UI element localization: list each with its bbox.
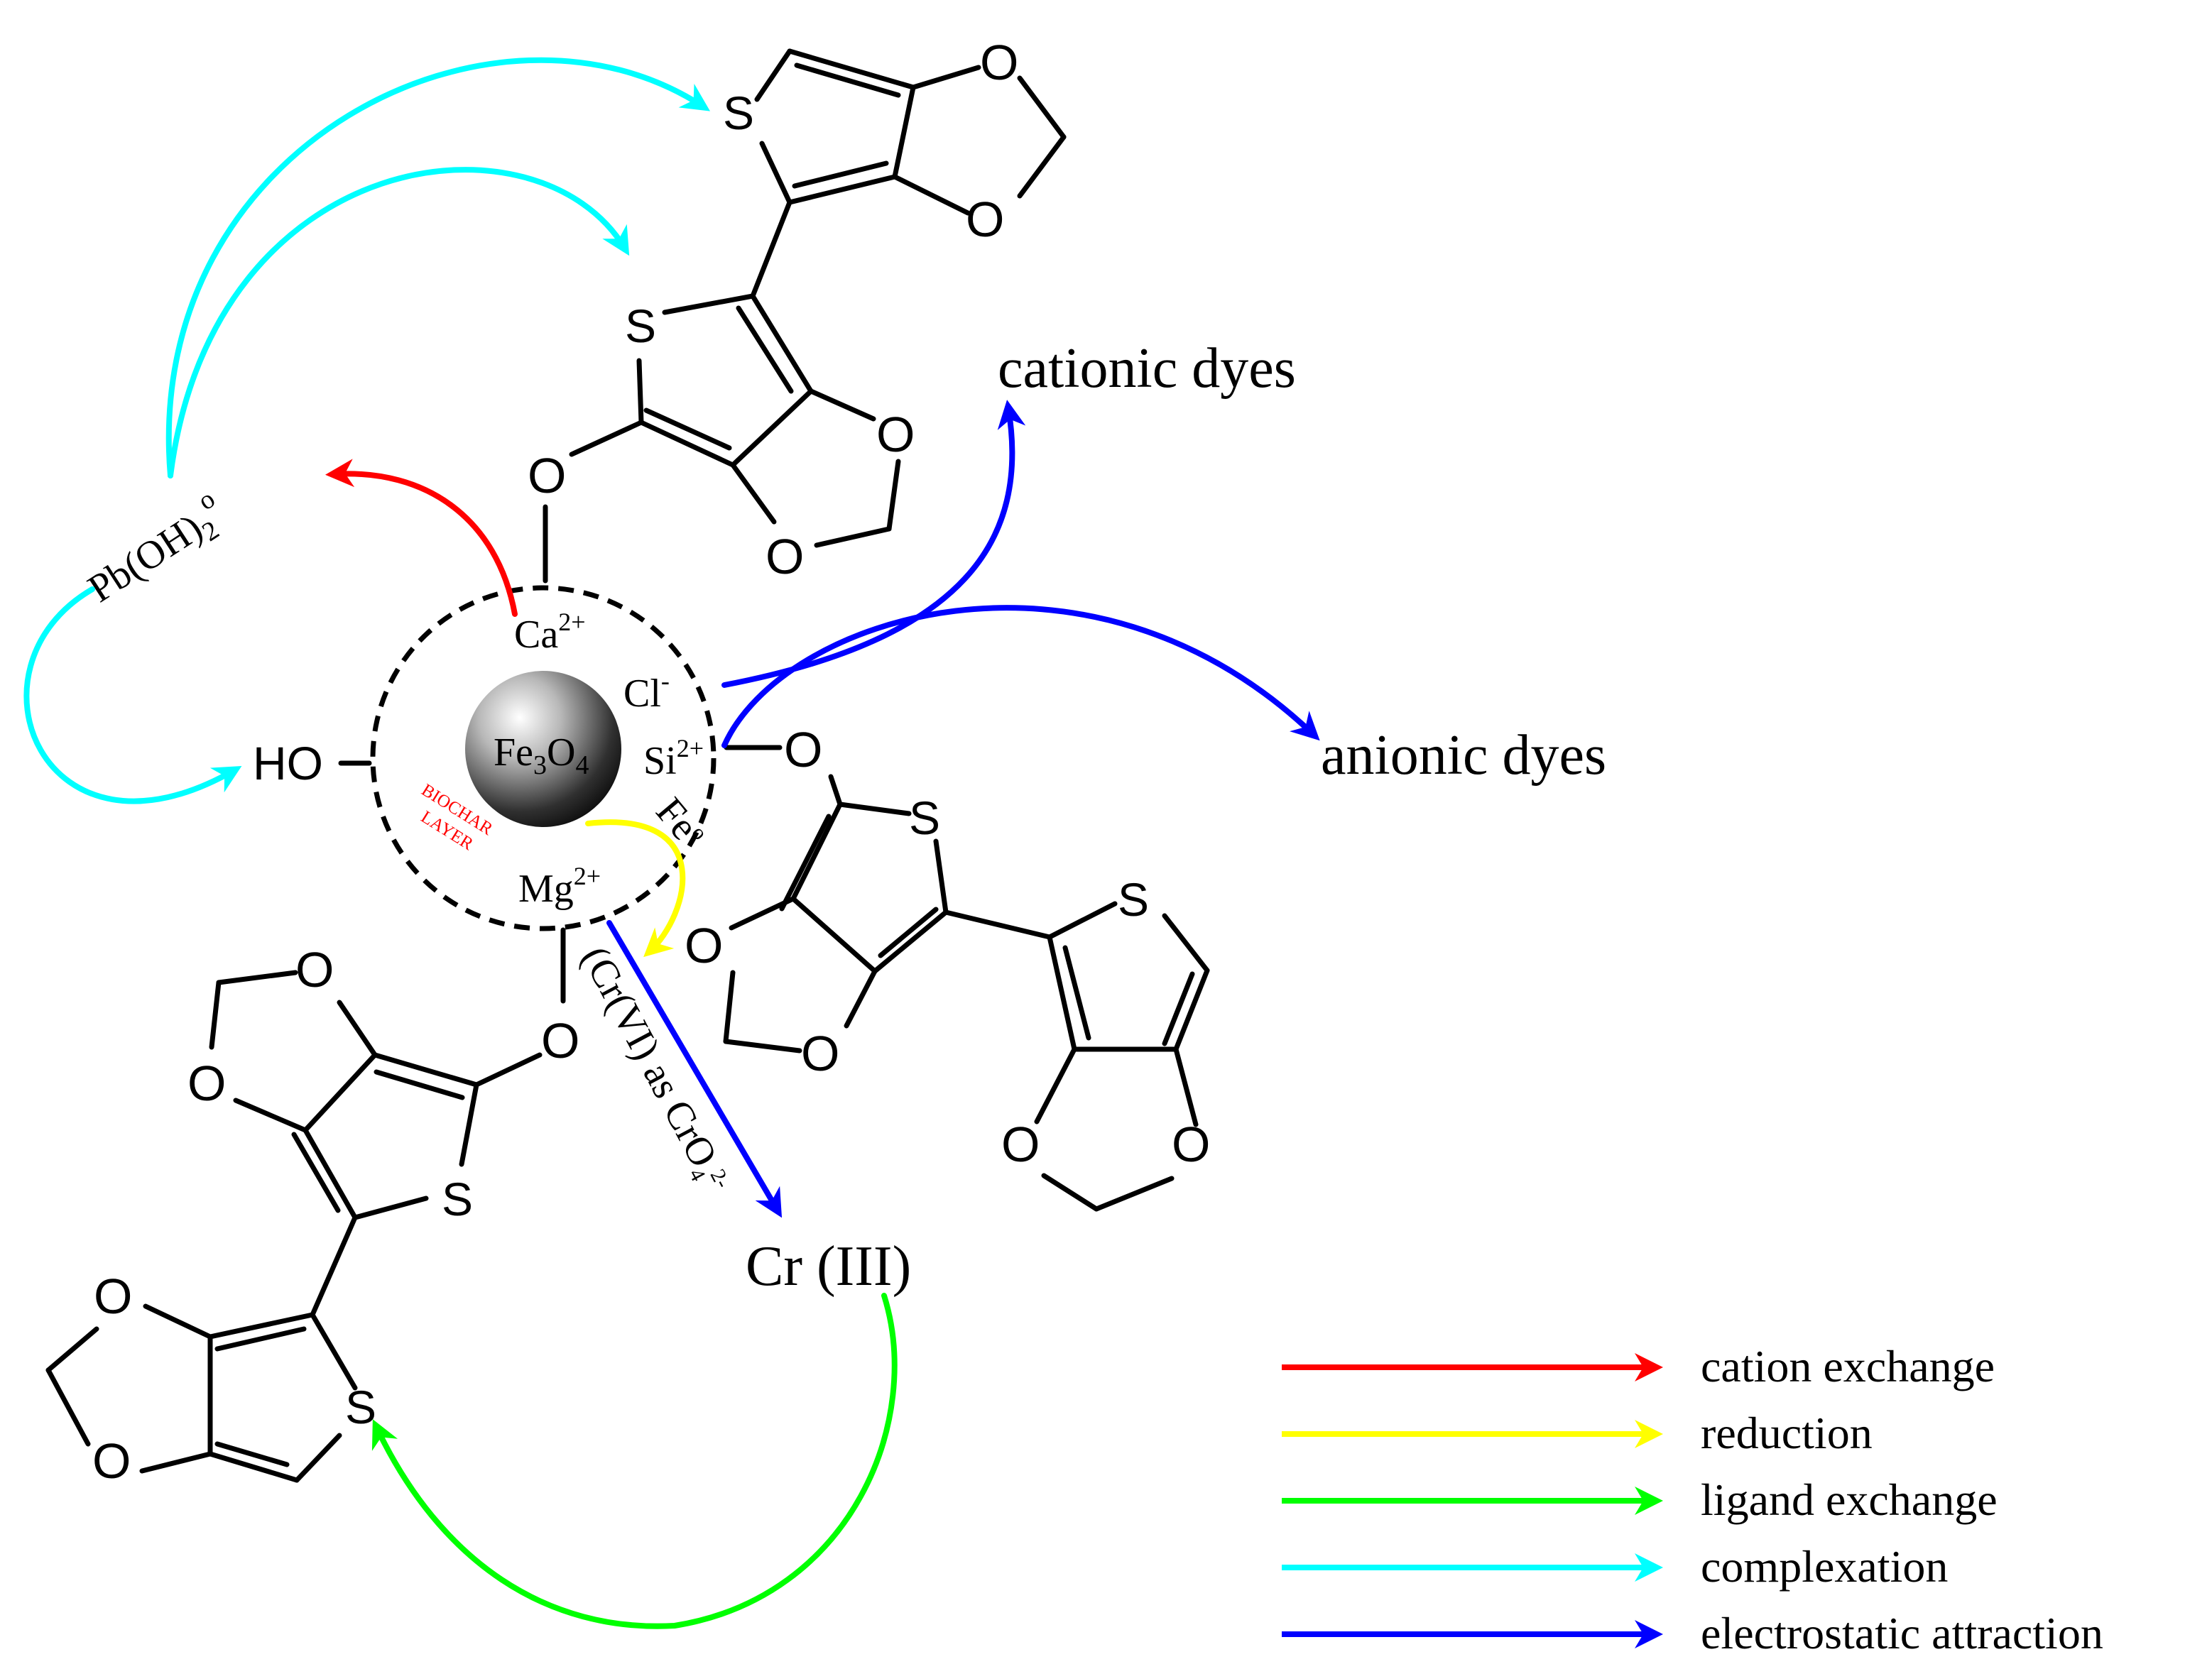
chromium-iii-label: Cr (III) [746,1235,911,1298]
legend-label-0: cation exchange [1701,1341,1995,1391]
oxygen-atom-11: O [541,1013,579,1068]
legend-label-2: ligand exchange [1701,1474,1998,1525]
molecule-top: S O O S O O O [528,35,1067,584]
oxygen-atom-12: O [295,942,334,997]
si-ion-label: Si2+ [643,734,704,783]
oxygen-atom-9: O [1001,1117,1040,1172]
legend-label-4: electrostatic attraction [1701,1608,2103,1658]
oxygen-atom-6: O [784,722,822,777]
oxygen-atom-2: O [966,192,1004,247]
cation-exchange-arrow [325,459,518,617]
cl-ion-label: Cl- [623,667,670,716]
legend: cation exchange reduction ligand exchange c… [1282,1341,2103,1658]
chromium-vi-label: (Cr(VI) as CrO42- [570,939,739,1200]
mg-ion-label: Mg2+ [518,862,601,911]
oxygen-atom-14: O [94,1269,132,1324]
oxygen-atom-10: O [1172,1117,1210,1172]
biochar-particle: Fe3O4 BIOCHAR LAYER Ca2+ Cl- Si2+ Mg2+ F… [253,585,717,931]
mechanism-arrows [23,57,1320,1629]
hydroxyl-group-label: HO [253,737,323,789]
oxygen-atom-7: O [685,918,723,973]
sulfur-atom-3: S [909,792,940,844]
anionic-dyes-label: anionic dyes [1321,724,1606,787]
oxygen-atom-5: O [528,448,566,503]
molecule-bottom-left: O S O O S O O [45,927,579,1489]
sulfur-atom-4: S [1118,873,1149,926]
oxygen-atom-1: O [980,35,1018,90]
molecule-right: O S O O S O O [685,722,1210,1212]
cationic-dyes-label: cationic dyes [998,337,1296,400]
complexation-arrow-top-1 [165,57,711,478]
electrostatic-arrow-chromium [606,920,783,1218]
sulfur-atom-5: S [442,1173,473,1225]
legend-label-3: complexation [1701,1541,1948,1592]
oxygen-atom-4: O [766,529,804,584]
electrostatic-arrow-cationic [721,400,1026,688]
oxygen-atom-13: O [187,1056,226,1111]
fe3o4-core [465,671,621,827]
sulfur-atom-1: S [723,87,754,139]
complexation-arrow-top-2 [168,167,630,478]
legend-label-1: reduction [1701,1408,1873,1458]
reduction-arrow [585,819,686,958]
ca-ion-label: Ca2+ [514,608,586,657]
complexation-arrow-left [23,586,242,804]
oxygen-atom-3: O [876,407,915,462]
ligand-exchange-arrow [371,1293,898,1629]
electrostatic-arrow-anionic [721,605,1320,748]
biochar-layer-boundary [370,585,717,931]
lead-hydroxide-label: Pb(OH)2o [76,484,236,616]
oxygen-atom-8: O [801,1026,839,1081]
sulfur-atom-6: S [345,1381,376,1433]
fe3o4-label: Fe3O4 [494,730,589,780]
sulfur-atom-2: S [625,300,656,352]
oxygen-atom-15: O [92,1433,131,1489]
fe-zero-label: Feo [648,789,714,856]
